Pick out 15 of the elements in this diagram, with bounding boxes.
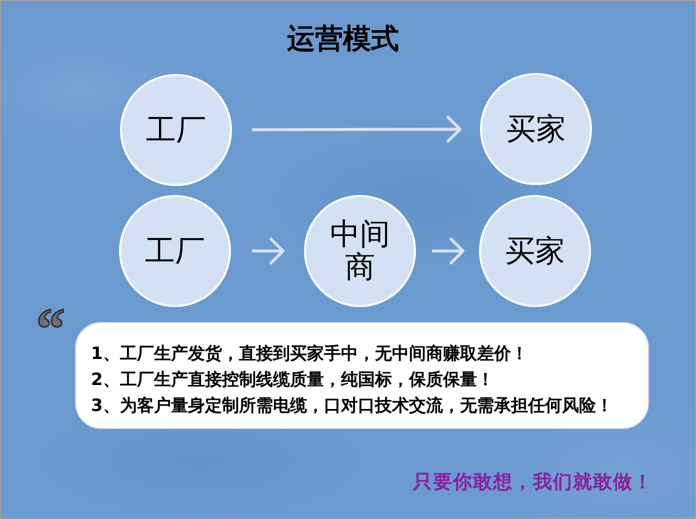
arrow [432,238,464,264]
arrow [252,238,284,264]
circle: 中间商 [304,195,416,307]
quote-mark: “ [36,300,65,358]
arrow [252,116,462,143]
circle: 工厂 [120,74,232,186]
list-item: 3、为客户量身定制所需电缆，口对口技术交流，无需承担任何风险！ [91,395,613,418]
circle: 工厂 [119,195,231,307]
circle: 买家 [480,73,592,185]
list-item: 2、工厂生产直接控制线缆质量，纯国标，保质保量！ [91,369,494,392]
list-item: 1、工厂生产发货，直接到买家手中，无中间商赚取差价！ [91,343,528,366]
title: 运营模式 [287,25,399,53]
circle: 买家 [479,195,591,307]
slogan: 只要你敢想，我们就敢做！ [413,473,653,492]
text-panel [75,322,649,429]
